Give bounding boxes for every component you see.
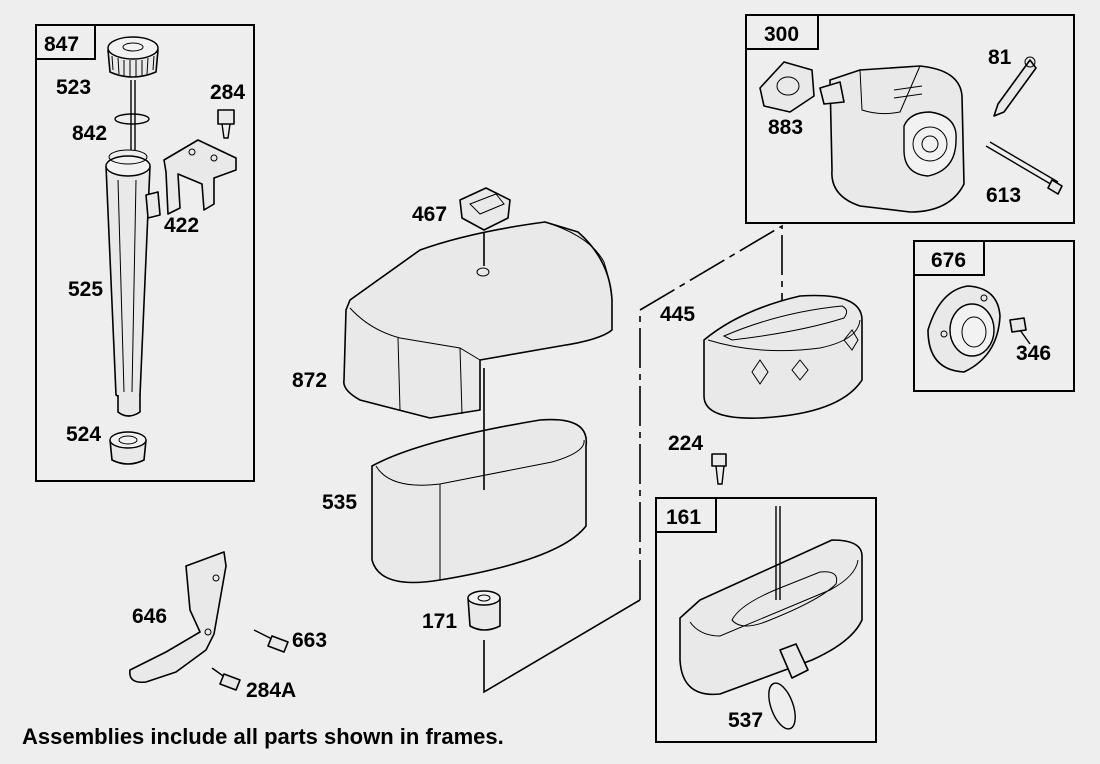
part-label-284: 284 — [210, 81, 245, 104]
dipstick-cap — [107, 36, 159, 150]
part-label-445: 445 — [660, 303, 695, 326]
part-label-525: 525 — [68, 278, 103, 301]
part-label-224: 224 — [668, 432, 703, 455]
assembly-frame-300: 300 883 81 613 — [745, 14, 1075, 224]
diagram-caption: Assemblies include all parts shown in fr… — [22, 724, 504, 749]
part-label-842: 842 — [72, 122, 107, 145]
muffler-stud — [985, 141, 1063, 195]
pre-cleaner-group: 445 224 — [660, 294, 863, 485]
frame-label-box — [35, 24, 96, 60]
part-label-524: 524 — [66, 423, 101, 446]
assembly-frame-847: 847 — [35, 24, 255, 482]
frame-label-box — [913, 240, 985, 276]
mounting-bracket — [129, 551, 227, 684]
part-label-872: 872 — [292, 369, 327, 392]
retaining-clip — [993, 56, 1037, 117]
part-label-81: 81 — [988, 46, 1012, 69]
frame-label-161: 161 — [666, 506, 701, 529]
muffler-gasket — [759, 61, 815, 113]
frame-border — [913, 240, 1075, 392]
frame-label-676: 676 — [931, 249, 966, 272]
cover-knob — [459, 187, 511, 231]
dash-dot-guide — [639, 224, 783, 600]
air-cleaner-cover — [343, 221, 613, 419]
frame-border — [35, 24, 255, 482]
part-label-171: 171 — [422, 610, 457, 633]
frame-label-847: 847 — [44, 33, 79, 56]
frame-border — [745, 14, 1075, 224]
mounting-bracket-group: 646 663 284A — [129, 551, 327, 702]
air-filter-element — [371, 418, 588, 584]
air-cleaner-base — [679, 506, 863, 696]
screw-284a — [211, 667, 241, 691]
part-label-523: 523 — [56, 76, 91, 99]
part-label-613: 613 — [986, 184, 1021, 207]
pre-cleaner-body — [703, 294, 863, 419]
screw-224 — [711, 453, 727, 485]
o-ring — [114, 113, 150, 125]
frame-label-300: 300 — [764, 23, 799, 46]
screw-346 — [1009, 317, 1031, 345]
tube-grommet — [109, 431, 147, 465]
part-label-346: 346 — [1016, 342, 1051, 365]
air-cleaner-group: 467 872 535 171 — [292, 187, 783, 694]
flange-adapter — [927, 285, 1001, 373]
assembly-lines — [483, 232, 641, 694]
mount-grommet — [467, 590, 501, 631]
tube-bracket — [163, 139, 237, 215]
frame-label-box — [655, 497, 717, 533]
assembly-frame-676: 676 346 — [913, 240, 1075, 392]
part-label-422: 422 — [164, 214, 199, 237]
part-label-535: 535 — [322, 491, 357, 514]
base-gasket — [768, 682, 796, 730]
screw-284 — [217, 109, 235, 139]
part-label-663: 663 — [292, 629, 327, 652]
oil-fill-tube — [105, 149, 161, 417]
part-label-883: 883 — [768, 116, 803, 139]
assembly-frame-161: 161 537 — [655, 497, 877, 743]
part-label-284a: 284A — [246, 679, 296, 702]
screw-663 — [253, 629, 289, 653]
muffler-body — [819, 65, 965, 213]
frame-border — [655, 497, 877, 743]
part-label-467: 467 — [412, 203, 447, 226]
part-label-537: 537 — [728, 709, 763, 732]
part-label-646: 646 — [132, 605, 167, 628]
frame-label-box — [745, 14, 819, 50]
